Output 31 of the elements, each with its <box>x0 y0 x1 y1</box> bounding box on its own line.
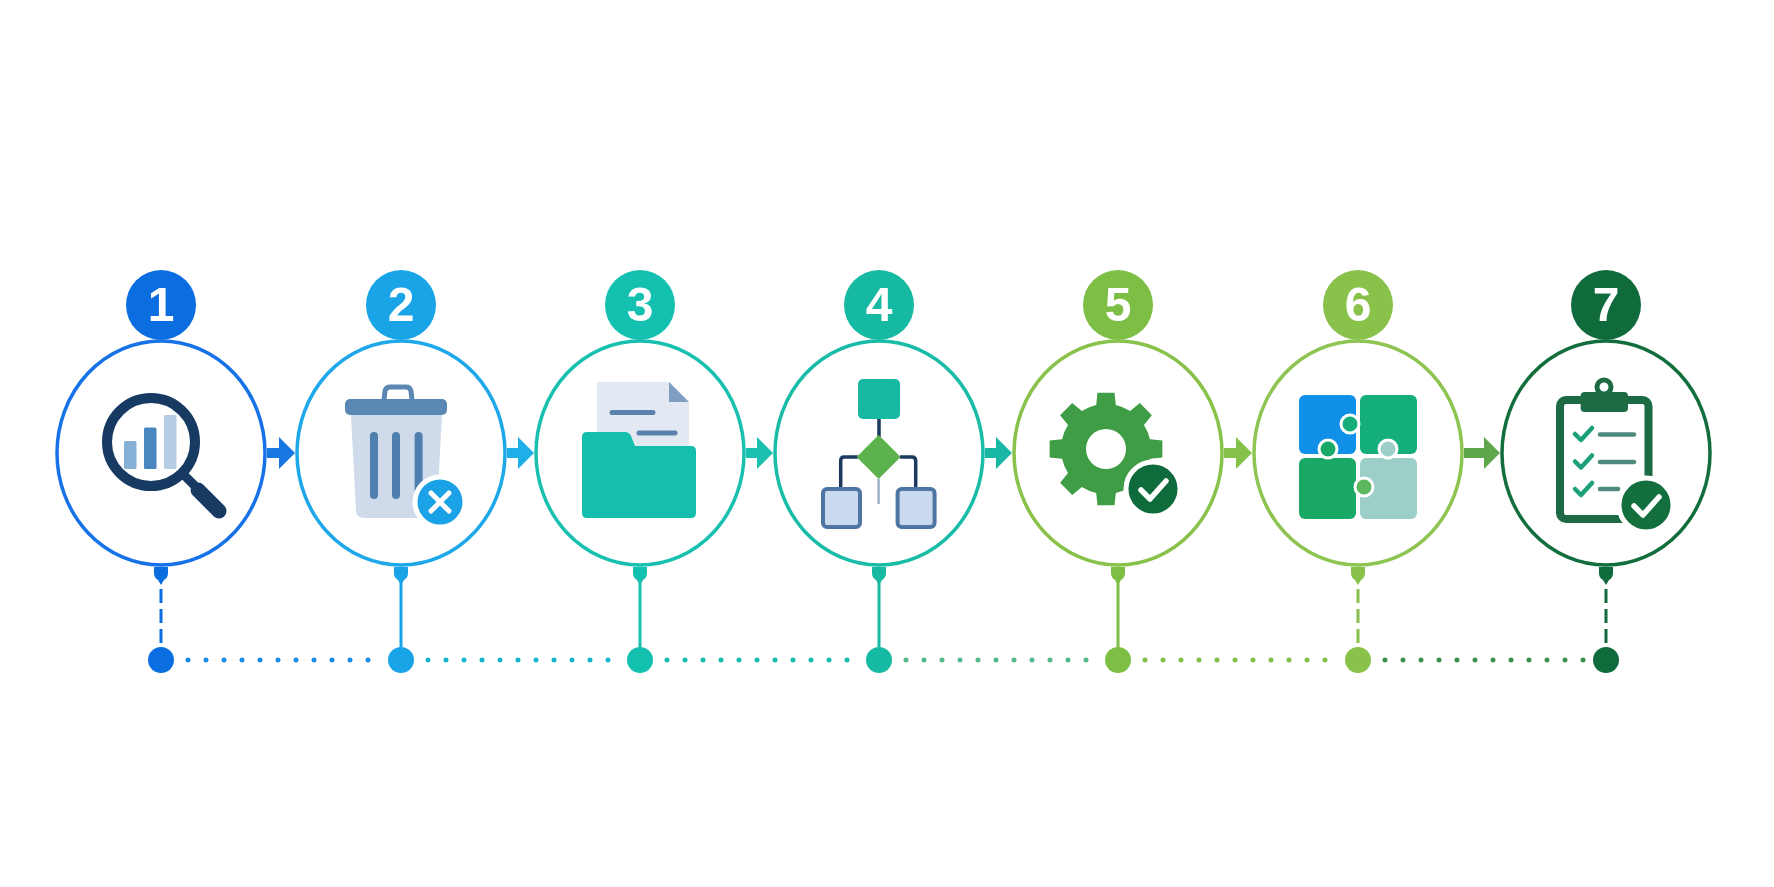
step-ring <box>55 339 267 567</box>
arrow <box>1224 437 1252 469</box>
arrow <box>267 437 295 469</box>
connector-line <box>394 567 408 647</box>
step-number: 2 <box>387 281 415 329</box>
connector-line <box>633 567 647 647</box>
connector-line <box>1111 567 1125 647</box>
arrow <box>1464 437 1500 469</box>
timeline-dot <box>627 647 653 673</box>
step-number: 5 <box>1104 281 1132 329</box>
step-ring <box>1500 339 1712 567</box>
connector-line <box>872 567 886 647</box>
step-ring <box>1012 339 1224 567</box>
arrow <box>507 437 534 469</box>
step-ring <box>773 339 985 567</box>
step-number: 1 <box>147 281 175 329</box>
timeline-dot <box>866 647 892 673</box>
timeline-dot <box>1105 647 1131 673</box>
step-number: 6 <box>1344 281 1372 329</box>
step-ring <box>1252 339 1464 567</box>
step-number: 4 <box>865 281 893 329</box>
step-ring <box>534 339 746 567</box>
timeline-dot <box>1345 647 1371 673</box>
arrow <box>746 437 773 469</box>
timeline-dot <box>148 647 174 673</box>
arrow <box>985 437 1012 469</box>
step-number: 7 <box>1592 281 1620 329</box>
timeline-dot <box>388 647 414 673</box>
step-number: 3 <box>626 281 654 329</box>
timeline-dot <box>1593 647 1619 673</box>
step-ring <box>295 339 507 567</box>
